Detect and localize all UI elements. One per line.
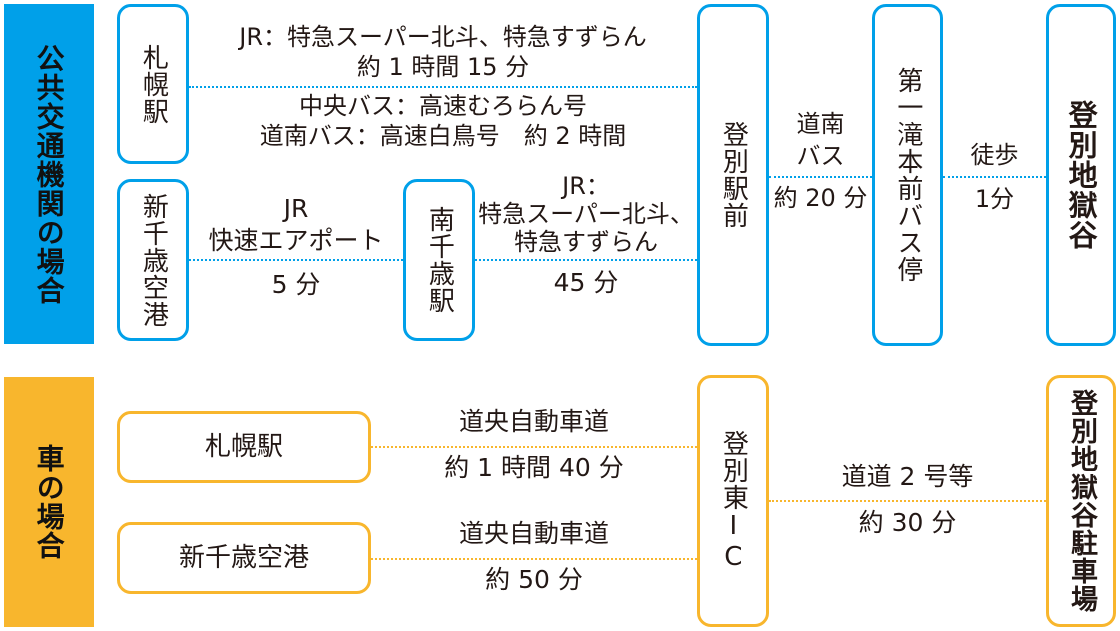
route-car-airport-label: 道央自動車道 約 50 分 [458,519,609,594]
public-transport-heading: 公共交通機関の場合 [32,43,66,305]
route-sapporo-jr-label: JR：特急スーパー北斗、特急すずらん 約 1 時間 15 分 [239,23,647,81]
daiichi-taki-bus-stop-box: 第一滝本前バス停 [872,4,943,346]
route-walk-label: 徒歩 1分 [970,141,1019,213]
destination-box-car: 登別地獄谷駐車場 [1046,375,1116,627]
route-minami-label: JR： 特急スーパー北斗、 特急すずらん 45 分 [478,172,694,297]
line-minami-to-noboribetsu [475,259,697,261]
noboribetsu-station-front-box: 登別駅前 [697,4,769,346]
sapporo-station-box: 札幌駅 [117,4,189,164]
line-sapporo-to-noboribetsu [189,86,697,88]
route-airport-label: JR 快速エアポート 5 分 [208,194,384,299]
new-chitose-airport-box: 新千歳空港 [117,179,189,341]
minami-chitose-station-box: 南千歳駅 [403,179,475,341]
public-transport-band: 公共交通機関の場合 [4,4,94,344]
route-bus-label: 道南 バス 約 20 分 [773,110,868,212]
car-new-chitose-airport-box: 新千歳空港 [117,522,371,594]
route-car-sapporo-label: 道央自動車道 約 1 時間 40 分 [444,407,624,482]
line-car-airport-to-ic [371,558,697,560]
route-sapporo-bus-label: 中央バス：高速むろらん号 道南バス：高速白鳥号 約 2 時間 [259,92,627,150]
route-car-ic-label: 道道 2 号等 約 30 分 [841,462,974,537]
car-band: 車の場合 [4,377,94,627]
noboribetsu-higashi-ic-box: 登別東IC [697,375,769,627]
car-sapporo-station-box: 札幌駅 [117,411,371,483]
car-heading: 車の場合 [32,444,66,560]
line-noboribetsu-to-busstop [769,176,872,178]
destination-box-public: 登別地獄谷 [1046,4,1116,346]
line-airport-to-minami [189,259,403,261]
line-car-sapporo-to-ic [371,446,697,448]
line-busstop-to-destination [943,176,1046,178]
line-car-ic-to-destination [769,500,1046,502]
